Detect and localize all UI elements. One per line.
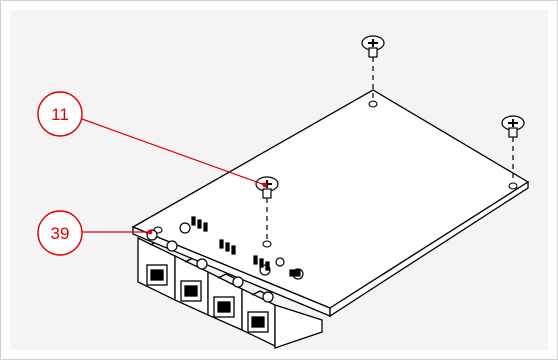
pin-header: [225, 242, 230, 252]
mounting-holes: [153, 100, 518, 248]
pin-header: [191, 216, 196, 226]
pin-header: [265, 261, 270, 271]
pin-header: [197, 219, 202, 229]
leader-line-11: [81, 118, 266, 186]
screw-icon: [501, 115, 525, 182]
pin-header: [253, 255, 258, 265]
leader-dot-11: [262, 182, 268, 188]
mounting-hole: [368, 100, 378, 108]
leader-dot-39: [147, 229, 153, 235]
callout-label-39: 39: [51, 224, 70, 243]
component: [275, 257, 285, 267]
rj45-jack-icon: [137, 236, 176, 302]
pin-header: [203, 222, 208, 232]
callout-label-11: 11: [51, 105, 69, 124]
mounting-hole: [262, 240, 272, 248]
mounting-hole: [508, 182, 518, 190]
component: [262, 291, 274, 303]
component: [179, 222, 191, 234]
screw-icon: [361, 35, 385, 100]
pin-header: [219, 239, 224, 249]
callout-balloon-39: 39: [37, 210, 83, 256]
pin-header: [259, 258, 264, 268]
callout-balloon-11: 11: [37, 91, 83, 137]
component: [232, 276, 244, 288]
callout-leaders: [81, 118, 268, 235]
board-components: [146, 216, 304, 303]
screw-assembly: [255, 35, 525, 240]
rj45-jack-icon: [207, 270, 243, 331]
component: [166, 240, 178, 252]
pin-header: [231, 245, 236, 255]
rj45-jack-icon: [174, 254, 209, 317]
component: [196, 258, 208, 270]
chip: [289, 269, 301, 277]
